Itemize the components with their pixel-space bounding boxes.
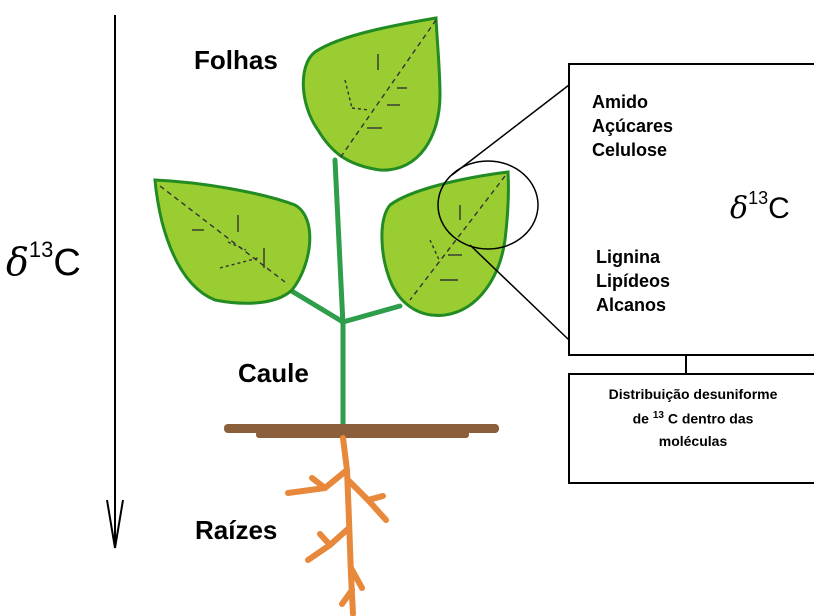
note-line-3: moléculas [658,432,728,449]
label-stem: Caule [238,358,309,388]
molecule-lignin: Lignina [596,247,660,267]
element-symbol-small: C [768,192,790,225]
note-line-2-suffix: C dentro das [667,410,754,427]
molecule-axis-label: δ13C [730,188,790,226]
molecule-alkanes: Alcanos [596,295,667,315]
molecule-box: Amido Açúcares Celulose Lignina Lipídeos… [568,63,814,356]
molecule-lipids: Lipídeos [596,271,671,291]
main-axis-label: δ13C [6,237,81,285]
element-symbol: C [53,242,81,284]
note-line-1: Distribuição desuniforme [608,386,778,402]
molecule-sugars: Açúcares [592,116,674,136]
label-roots: Raízes [195,515,278,545]
leaf-top [301,16,442,172]
main-axis-arrow [106,15,124,549]
plant-roots [285,435,389,616]
isotope-mass-small: 13 [748,188,769,208]
note-line-2: de 13 C dentro das [570,405,814,430]
note-text: Distribuição desuniforme de 13 C dentro … [570,383,814,452]
delta-symbol: δ [6,240,29,284]
soil-line [224,424,499,438]
label-leaves: Folhas [194,45,278,75]
zoom-indicator [437,84,570,341]
molecule-starch: Amido [592,92,648,112]
note-line-2-mass: 13 [652,410,664,421]
leaf-right [380,170,510,317]
delta-symbol-small: δ [730,191,749,226]
bottom-molecule-group: Lignina Lipídeos Alcanos [596,245,670,317]
note-box: Distribuição desuniforme de 13 C dentro … [568,373,814,484]
plant-stem [287,157,403,435]
note-line-2-prefix: de [632,410,649,427]
leaf-left [153,178,312,305]
molecule-cellulose: Celulose [592,140,668,160]
isotope-mass: 13 [28,237,54,263]
top-molecule-group: Amido Açúcares Celulose [592,90,673,162]
